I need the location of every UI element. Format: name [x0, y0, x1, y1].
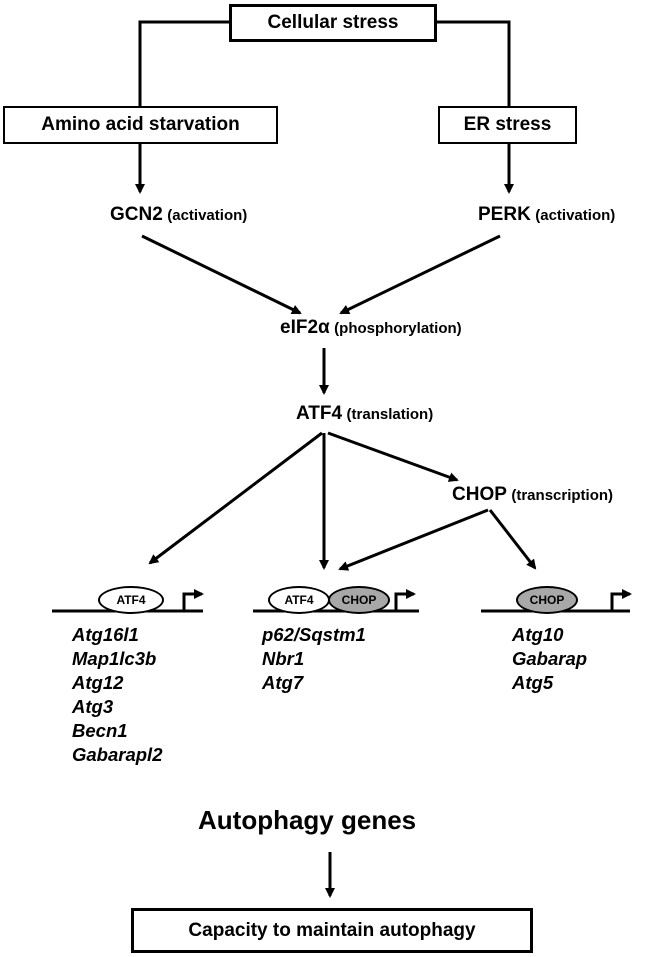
atf4-node: ATF4 (translation) — [296, 404, 433, 423]
gcn2-note: (activation) — [167, 207, 248, 224]
eif2a-note: (phosphorylation) — [334, 320, 462, 337]
gene-item: Nbr1 — [262, 648, 305, 669]
cellular-stress-label: Cellular stress — [267, 12, 399, 33]
atf4-oval-left: ATF4 — [98, 586, 164, 614]
atf4-note: (translation) — [346, 406, 434, 423]
gene-item: Gabarapl2 — [72, 744, 163, 765]
gene-item: Atg16l1 — [72, 624, 139, 645]
gene-item: Atg5 — [512, 672, 554, 693]
gene-item: Atg7 — [262, 672, 304, 693]
chop-gene-list: Atg10 Gabarap Atg5 — [512, 623, 587, 695]
arrow-chop-to-right-promoter — [488, 509, 537, 570]
chop-oval-right-label: CHOP — [529, 593, 565, 607]
atf4-gene-list: Atg16l1 Map1lc3b Atg12 Atg3 Becn1 Gabara… — [72, 623, 163, 767]
chop-oval-middle-label: CHOP — [341, 593, 377, 607]
atf4-oval-middle-label: ATF4 — [284, 593, 314, 607]
amino-acid-starvation-label: Amino acid starvation — [41, 114, 240, 135]
cellular-stress-box: Cellular stress — [229, 4, 437, 42]
arrow-perk-to-eif2a — [339, 234, 501, 315]
eif2a-node: eIF2α (phosphorylation) — [280, 318, 462, 337]
promoter-arrow-right — [610, 589, 632, 611]
atf4-oval-left-label: ATF4 — [116, 593, 146, 607]
promoter-arrow-middle — [394, 589, 416, 611]
gene-item: Map1lc3b — [72, 648, 157, 669]
gene-item: Becn1 — [72, 720, 128, 741]
amino-acid-starvation-box: Amino acid starvation — [3, 106, 278, 144]
chop-oval-right: CHOP — [516, 586, 578, 614]
atf4-oval-middle: ATF4 — [268, 586, 330, 614]
eif2a-name: eIF2α — [280, 317, 330, 338]
arrow-atf4-to-left-promoter — [148, 431, 323, 565]
chop-node: CHOP (transcription) — [452, 485, 613, 504]
capacity-box: Capacity to maintain autophagy — [131, 908, 533, 953]
gene-item: Atg10 — [512, 624, 564, 645]
line-stress-to-amino — [138, 20, 229, 106]
chop-name: CHOP — [452, 484, 507, 505]
gene-item: p62/Sqstm1 — [262, 624, 366, 645]
perk-note: (activation) — [535, 207, 616, 224]
autophagy-genes-label: Autophagy genes — [198, 805, 417, 835]
atf4-name: ATF4 — [296, 403, 343, 424]
atf4-chop-gene-list: p62/Sqstm1 Nbr1 Atg7 — [262, 623, 366, 695]
er-stress-box: ER stress — [438, 106, 577, 144]
arrow-atf4-to-chop — [327, 431, 459, 482]
chop-oval-middle: CHOP — [328, 586, 390, 614]
perk-node: PERK (activation) — [478, 205, 615, 224]
arrow-gcn2-to-eif2a — [141, 234, 302, 315]
capacity-label: Capacity to maintain autophagy — [188, 919, 476, 941]
perk-name: PERK — [478, 204, 531, 225]
er-stress-label: ER stress — [463, 114, 552, 135]
gene-item: Atg3 — [72, 696, 114, 717]
gcn2-name: GCN2 — [110, 204, 163, 225]
gcn2-node: GCN2 (activation) — [110, 205, 247, 224]
gene-item: Atg12 — [72, 672, 124, 693]
arrow-chop-to-middle-promoter — [338, 508, 489, 571]
gene-item: Gabarap — [512, 648, 588, 669]
promoter-arrow-left — [182, 589, 204, 611]
line-stress-to-er — [437, 20, 511, 106]
chop-note: (transcription) — [511, 487, 614, 504]
